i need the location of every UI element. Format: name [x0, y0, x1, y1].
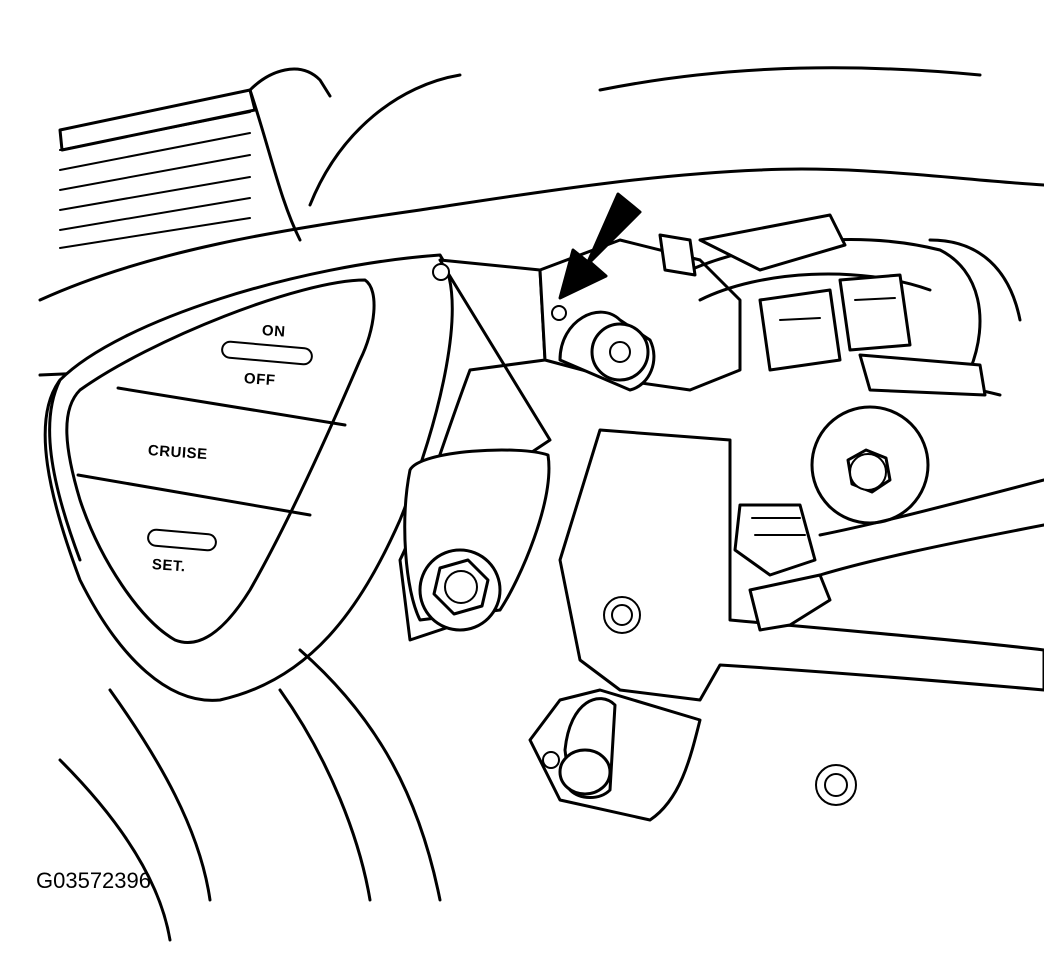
bolt-lower-center [418, 548, 502, 632]
clockspring-assembly [538, 213, 1022, 397]
on-label: ON [261, 322, 287, 341]
bolt-right [810, 405, 930, 525]
set-label: SET. [151, 556, 187, 576]
dashboard-vent [58, 67, 332, 249]
wire-and-connector [733, 478, 1044, 632]
off-label: OFF [243, 370, 277, 390]
callout-arrow-icon [558, 192, 642, 300]
figure-id: G03572396 [36, 868, 151, 893]
switch-bezel [65, 278, 376, 645]
mounting-plate [528, 428, 1044, 822]
